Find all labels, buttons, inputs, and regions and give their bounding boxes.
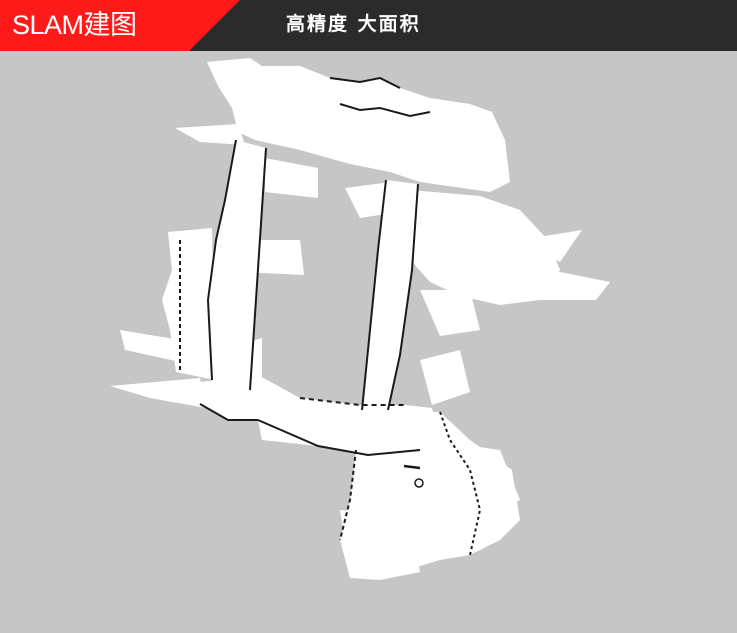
title-badge: SLAM建图 xyxy=(0,0,240,51)
badge-shape xyxy=(0,0,240,51)
badge-title: SLAM建图 xyxy=(12,10,137,40)
header-bar: SLAM建图 高精度 大面积 xyxy=(0,0,737,51)
slam-occupancy-map xyxy=(110,58,610,580)
page-subtitle: 高精度 大面积 xyxy=(286,13,421,35)
